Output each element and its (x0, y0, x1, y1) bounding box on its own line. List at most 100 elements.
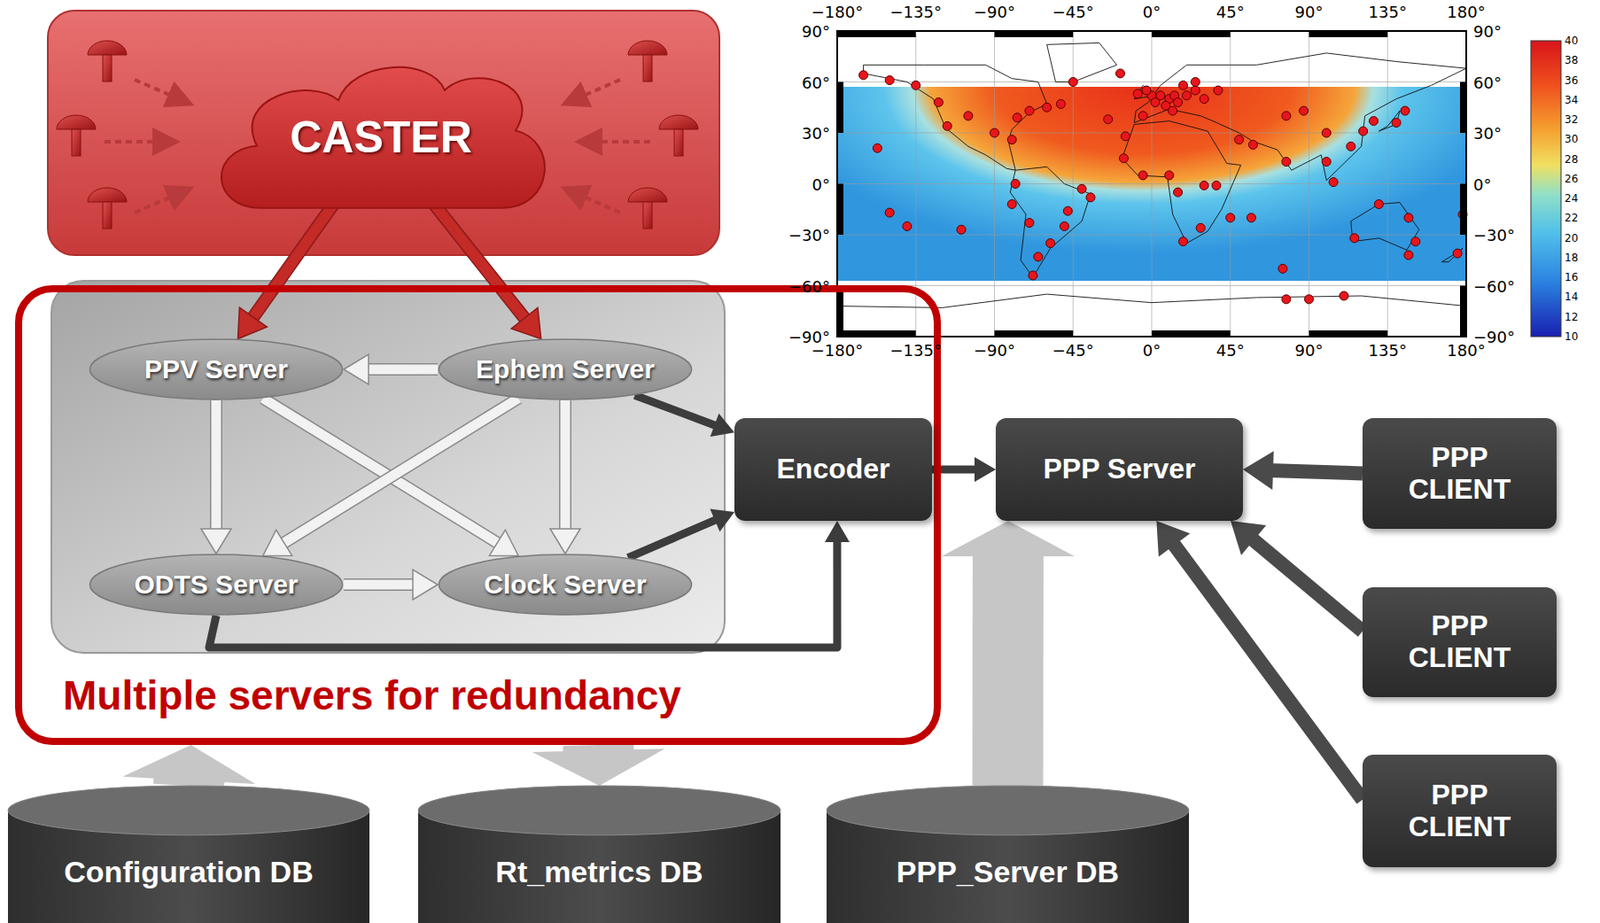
axis-tick-label: −60° (1473, 276, 1515, 296)
connector-shaft (280, 398, 519, 545)
connector-arrow (532, 745, 666, 786)
client-box: PPP CLIENT (1362, 418, 1557, 529)
connector-shaft (1250, 537, 1363, 632)
axis-tick-label: −90° (973, 2, 1016, 22)
arrowhead (550, 528, 581, 554)
axis-tick-label: 90° (1295, 341, 1324, 360)
database-cylinder: Rt_metrics DB (418, 785, 781, 923)
connector-arrow (122, 745, 256, 786)
connector-shaft (250, 201, 335, 321)
axis-tick-label: −90° (1473, 327, 1515, 347)
connector-arrow (635, 395, 735, 437)
connector-arrow (628, 509, 735, 559)
axis-tick-label: −135° (890, 341, 942, 360)
connector-arrow (201, 400, 232, 554)
cyl-outline (7, 785, 370, 923)
node-label: Clock Server (483, 569, 646, 600)
process-box: PPP Server (995, 418, 1243, 521)
colorbar-tick: 24 (1564, 192, 1578, 205)
connector-shaft (1172, 541, 1363, 800)
arrowhead (941, 520, 1075, 557)
client-box: PPP CLIENT (1362, 587, 1557, 698)
arrowhead (532, 748, 666, 786)
connector-arrow (1242, 450, 1363, 490)
axis-tick-label: −60° (788, 276, 831, 296)
server-ellipse: PPV Server (88, 338, 344, 401)
database-cylinder: PPP_Server DB (826, 785, 1189, 923)
connector-arrow (343, 354, 438, 385)
axis-tick-label: 90° (1473, 22, 1502, 41)
cyl-outline (826, 785, 1189, 923)
server-ellipse: Clock Server (437, 553, 693, 616)
node-label: Configuration DB (63, 854, 313, 889)
antenna-icons (56, 40, 699, 229)
node-label: PPP CLIENT (1384, 779, 1536, 844)
server-ellipse: ODTS Server (88, 553, 344, 616)
axis-tick-label: −30° (1473, 225, 1515, 245)
connector-arrow (1156, 520, 1363, 800)
arrowhead (263, 529, 293, 556)
axis-tick-label: −180° (811, 2, 863, 22)
connector-shaft (1268, 470, 1363, 474)
arrowhead (343, 354, 369, 385)
colorbar-tick: 16 (1564, 271, 1578, 284)
axis-tick-label: 90° (801, 22, 831, 41)
arrowhead (1242, 450, 1274, 490)
node-label: PPP CLIENT (1384, 442, 1536, 506)
connector-arrow (932, 457, 996, 482)
axis-tick-label: 45° (1216, 2, 1245, 22)
colorbar-tick: 32 (1564, 113, 1578, 126)
connector-arrow (1230, 520, 1363, 632)
colorbar (1530, 40, 1562, 337)
connector-outline (280, 398, 519, 545)
node-label: PPP Server (1043, 453, 1197, 486)
connector-outline (365, 363, 438, 376)
colorbar-tick: 22 (1564, 211, 1578, 225)
colorbar-tick: 40 (1564, 34, 1578, 47)
arrowhead (412, 569, 438, 600)
cyl-outline (418, 785, 781, 923)
connector-shaft (628, 519, 718, 559)
connector-arrow (263, 398, 519, 557)
axis-tick-label: 30° (801, 124, 831, 143)
frame-heading: Multiple servers for redundancy (62, 673, 682, 720)
axis-tick-label: 60° (801, 72, 831, 92)
connector-arrow (237, 201, 335, 340)
colorbar-tick: 20 (1564, 232, 1578, 245)
colorbar-tick: 26 (1564, 172, 1578, 186)
axis-tick-label: −90° (788, 327, 831, 347)
colorbar-tick: 30 (1564, 132, 1578, 146)
axis-tick-label: 180° (1446, 2, 1485, 22)
connector-shaft (635, 395, 718, 427)
node-label: PPP CLIENT (1384, 610, 1536, 675)
node-label: Ephem Server (475, 354, 655, 385)
colorbar-tick: 10 (1564, 330, 1578, 343)
connector-shaft (343, 580, 417, 591)
client-box: PPP CLIENT (1362, 754, 1557, 868)
arrowhead (489, 529, 519, 556)
arrowhead (1156, 520, 1190, 557)
arrowhead (201, 528, 232, 554)
connector-shaft (365, 365, 438, 375)
axis-tick-label: 135° (1368, 341, 1407, 360)
connector-shaft (972, 551, 1044, 786)
arrowhead (122, 745, 256, 785)
axis-tick-label: −45° (1052, 341, 1095, 360)
server-group-panel (51, 280, 725, 653)
axis-tick-label: 30° (1473, 124, 1502, 143)
axis-tick-label: 0° (1473, 174, 1492, 194)
connector-outline (559, 400, 572, 533)
node-label: Encoder (776, 453, 890, 486)
arrowhead (710, 413, 735, 437)
connector-shaft (263, 398, 501, 545)
arrowhead (1230, 520, 1267, 556)
connector-shaft (211, 400, 222, 533)
colorbar-tick: 12 (1564, 310, 1578, 324)
colorbar-tick: 14 (1564, 290, 1578, 303)
arrowhead (824, 520, 850, 543)
process-box: Encoder (734, 418, 933, 521)
arrowhead (511, 307, 542, 339)
connector-shaft (560, 400, 571, 533)
connector-arrow (431, 201, 542, 340)
caster-cloud: CASTER (203, 53, 559, 222)
